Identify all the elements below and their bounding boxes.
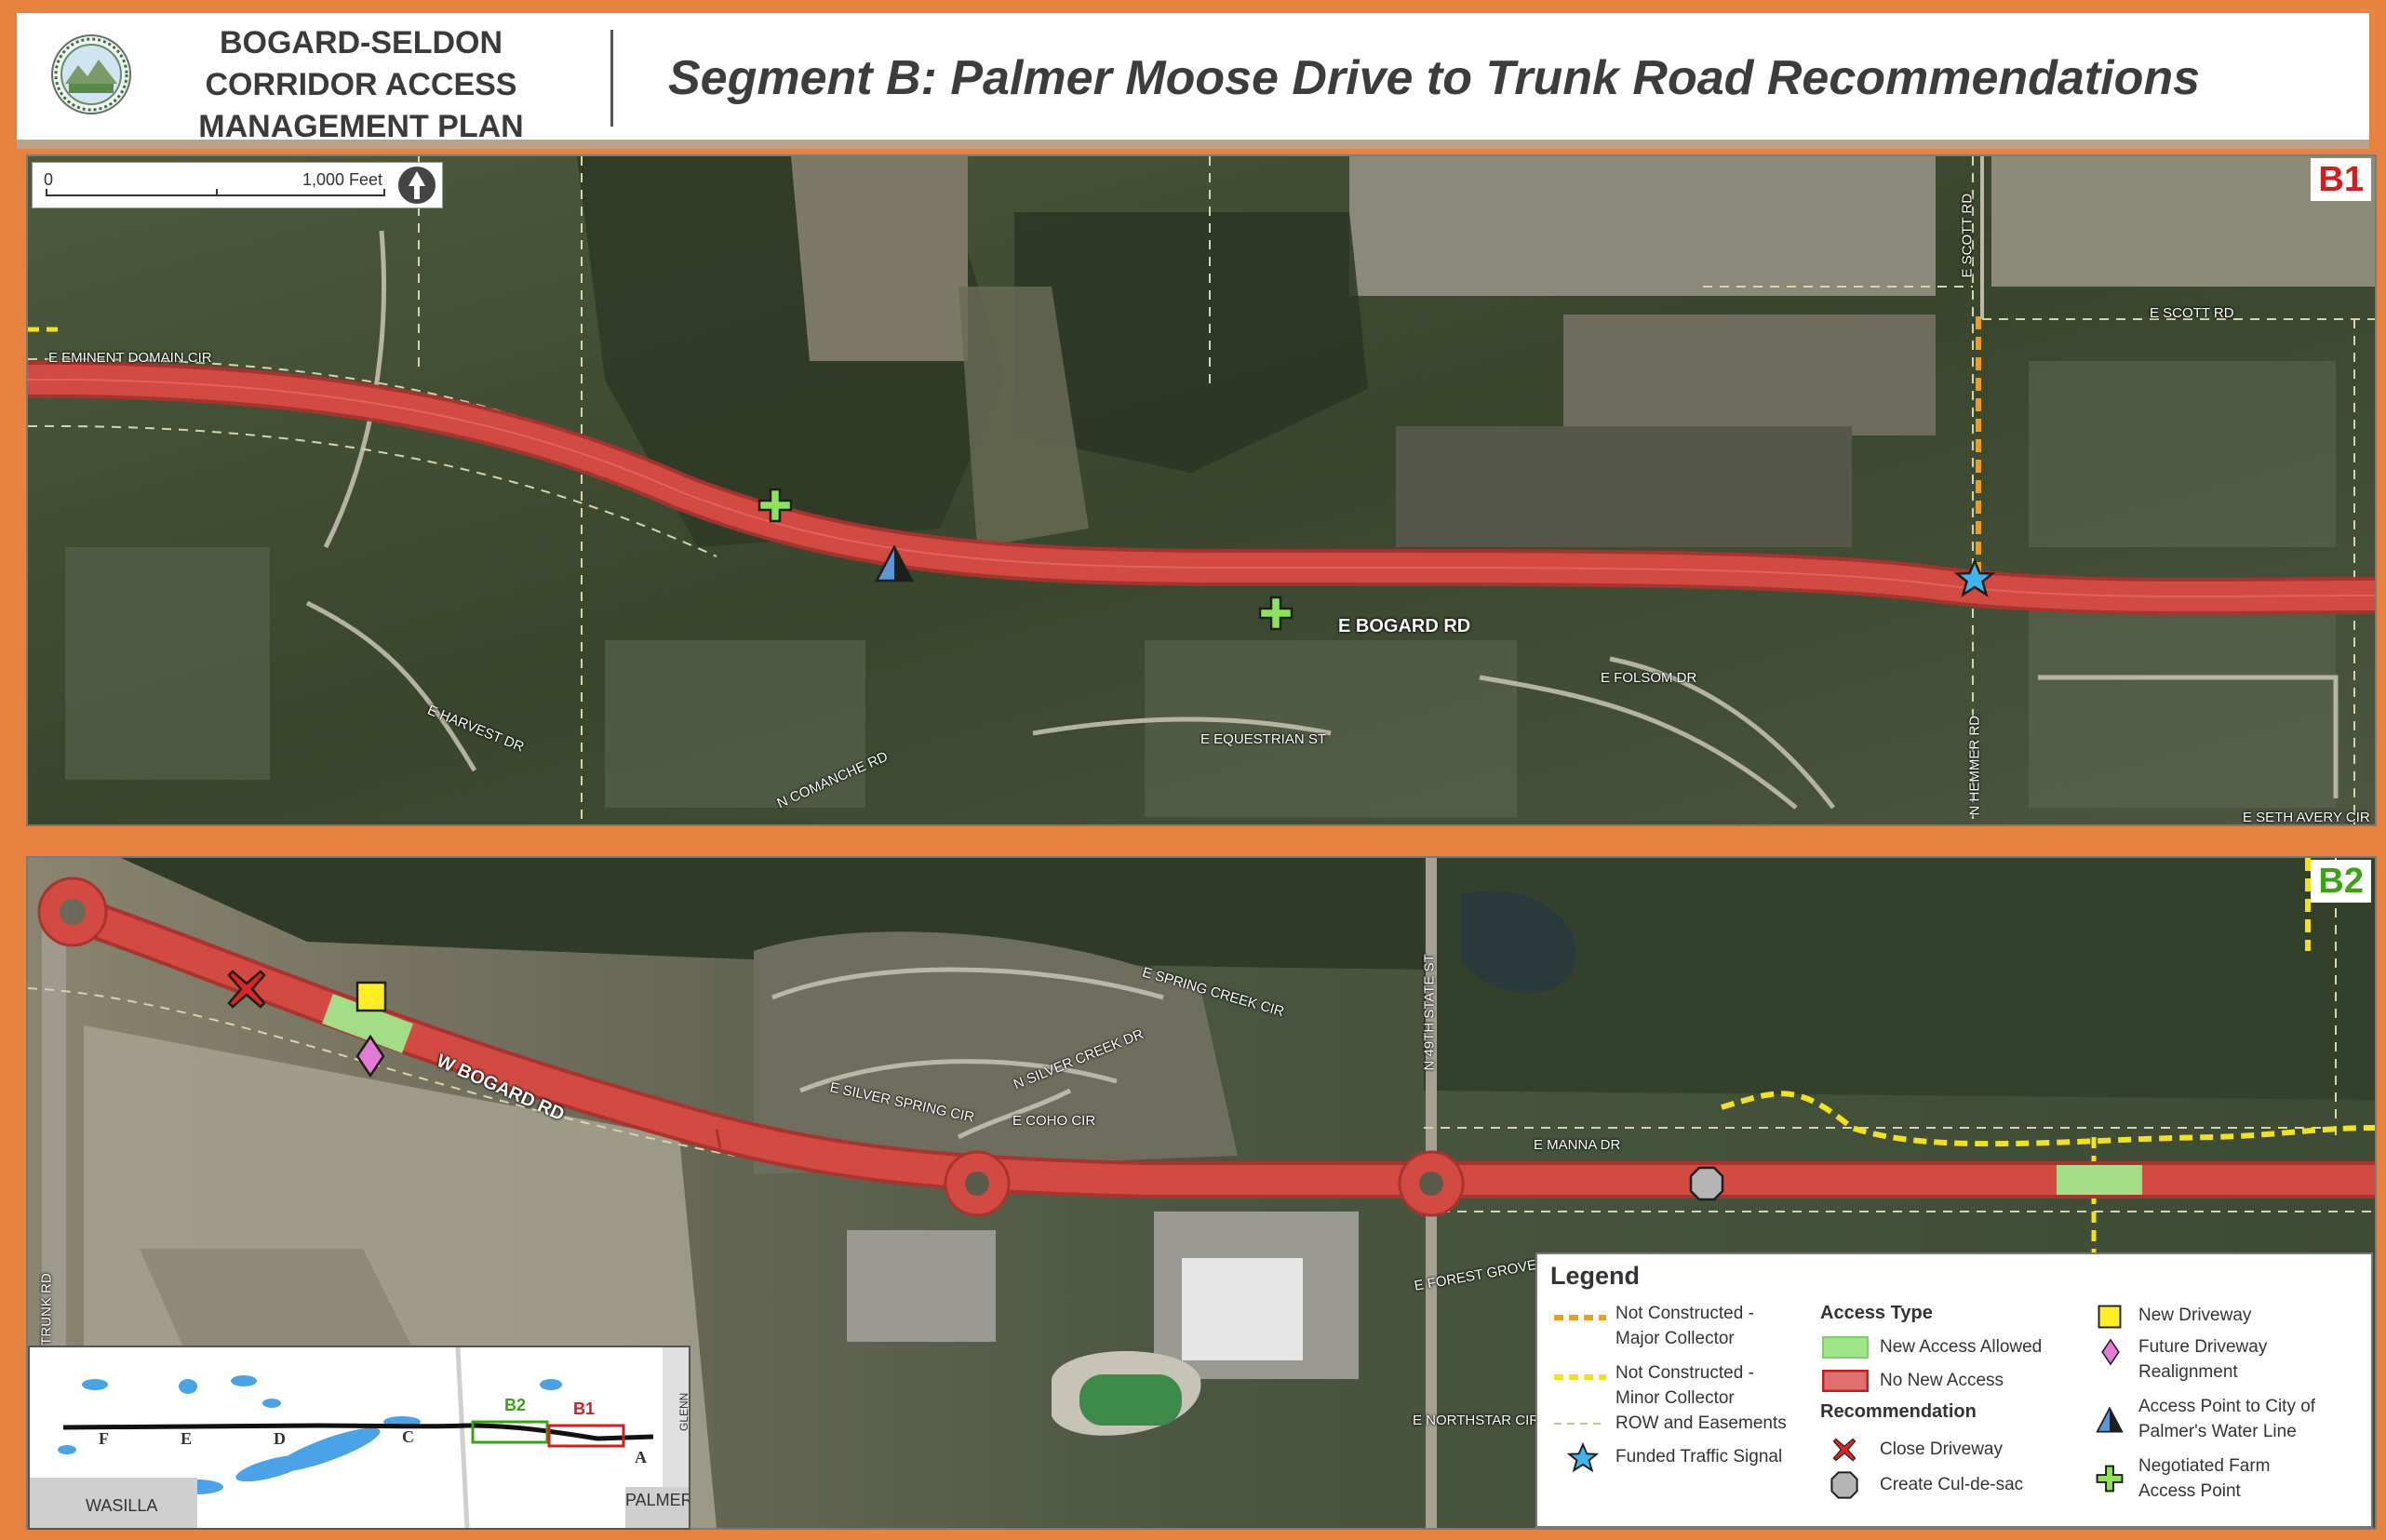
legend-access-type-heading: Access Type bbox=[1820, 1303, 1933, 1323]
road-label-coho: E COHO CIR bbox=[1012, 1113, 1096, 1129]
road-label-seth-avery: E SETH AVERY CIR bbox=[2243, 810, 2370, 825]
funded-traffic-signal-legend-icon bbox=[1567, 1442, 1599, 1473]
segment-title: Segment B: Palmer Moose Drive to Trunk R… bbox=[668, 51, 2201, 105]
minor-collector-line bbox=[1721, 1091, 2375, 1147]
legend-water-line: Access Point to City of Palmer's Water L… bbox=[2138, 1397, 2316, 1441]
future-realignment-legend-icon bbox=[2101, 1338, 2120, 1366]
legend-title: Legend bbox=[1550, 1262, 1641, 1290]
inset-b2-box bbox=[471, 1420, 549, 1444]
row-easement-symbol bbox=[1554, 1423, 1606, 1425]
locator-map bbox=[30, 1347, 689, 1528]
water-line-access-icon[interactable] bbox=[875, 545, 914, 583]
legend-funded-signal: Funded Traffic Signal bbox=[1615, 1447, 1783, 1466]
legend-future-realignment: Future Driveway Realignment bbox=[2138, 1337, 2268, 1382]
plan-title: BOGARD-SELDON CORRIDOR ACCESS MANAGEMENT… bbox=[175, 22, 547, 148]
scale-tick bbox=[46, 189, 47, 196]
scale-tick bbox=[216, 189, 218, 196]
minor-collector-symbol bbox=[1554, 1374, 1606, 1380]
major-collector-symbol bbox=[1554, 1315, 1606, 1320]
close-driveway-legend-icon bbox=[1832, 1438, 1857, 1462]
new-access-allowed-segment bbox=[2057, 1165, 2142, 1195]
inset-palmer-label: PALMER bbox=[625, 1491, 690, 1509]
inset-glenn-hwy-label: GLENN HWY bbox=[677, 1392, 690, 1431]
road-label-manna: E MANNA DR bbox=[1534, 1137, 1621, 1153]
inset-wasilla-label: WASILLA bbox=[86, 1496, 158, 1515]
panel-tag-b2: B2 bbox=[2311, 860, 2371, 903]
farm-access-legend-icon bbox=[2096, 1465, 2124, 1493]
header: BOGARD-SELDON CORRIDOR ACCESS MANAGEMENT… bbox=[17, 13, 2369, 144]
legend-minor-collector: Not Constructed - Minor Collector bbox=[1615, 1363, 1754, 1408]
plan-title-line-2: CORRIDOR ACCESS bbox=[205, 67, 517, 102]
legend-close-driveway: Close Driveway bbox=[1880, 1440, 2003, 1459]
create-cul-de-sac-icon[interactable] bbox=[1688, 1165, 1725, 1202]
legend: Legend Not Constructed - Major Collector… bbox=[1535, 1252, 2373, 1528]
no-new-access-symbol bbox=[1822, 1370, 1869, 1392]
header-divider bbox=[610, 30, 613, 127]
scale-end-label: 1,000 Feet bbox=[302, 170, 383, 189]
road-label-49th-state: N 49TH STATE ST bbox=[1421, 954, 1438, 1071]
new-driveway-legend-icon bbox=[2098, 1305, 2122, 1329]
inset-b1-box bbox=[547, 1424, 625, 1448]
legend-major-collector: Not Constructed - Major Collector bbox=[1615, 1304, 1754, 1348]
road-label-scott-n: E SCOTT RD bbox=[1959, 193, 1976, 278]
map-panel-b1[interactable]: 0 1,000 Feet B1 E EMINENT DOMAIN CIR E B… bbox=[26, 154, 2377, 826]
scale-tick bbox=[383, 189, 385, 196]
scale-bar: 0 1,000 Feet bbox=[32, 162, 443, 208]
new-access-allowed-segment bbox=[322, 994, 413, 1053]
close-driveway-icon[interactable] bbox=[225, 968, 268, 1011]
north-arrow-icon bbox=[398, 167, 436, 204]
inset-segment-d: D bbox=[274, 1429, 286, 1448]
farm-access-point-icon[interactable] bbox=[1258, 596, 1294, 631]
locator-inset: F E D C A B2 B1 WASILLA PALMER GLENN HWY bbox=[28, 1346, 690, 1530]
legend-create-cul-de-sac: Create Cul-de-sac bbox=[1880, 1475, 2024, 1494]
inset-segment-f: F bbox=[99, 1429, 109, 1448]
legend-row-easements: ROW and Easements bbox=[1615, 1413, 1787, 1433]
inset-segment-a: A bbox=[635, 1448, 647, 1466]
scale-start-label: 0 bbox=[44, 170, 54, 189]
road-label-folsom: E FOLSOM DR bbox=[1601, 670, 1697, 686]
road-label-bogard: E BOGARD RD bbox=[1338, 616, 1471, 636]
road-label-equestrian: E EQUESTRIAN ST bbox=[1200, 731, 1327, 747]
header-band bbox=[17, 140, 2369, 149]
new-driveway-icon[interactable] bbox=[355, 981, 387, 1012]
scale-bar-line bbox=[46, 194, 385, 196]
panel-tag-b1: B1 bbox=[2311, 158, 2371, 201]
road-label-scott-e: E SCOTT RD bbox=[2150, 305, 2234, 321]
road-label-hemmer: N HEMMER RD bbox=[1966, 716, 1983, 816]
inset-b1-label: B1 bbox=[573, 1399, 596, 1418]
inset-segment-c: C bbox=[402, 1427, 414, 1446]
plan-title-line-3: MANAGEMENT PLAN bbox=[198, 109, 524, 144]
water-line-legend-icon bbox=[2096, 1407, 2124, 1433]
legend-no-new-access: No New Access bbox=[1880, 1371, 2004, 1390]
legend-recommendation-heading: Recommendation bbox=[1820, 1401, 1977, 1422]
cul-de-sac-legend-icon bbox=[1830, 1471, 1858, 1499]
future-driveway-realignment-icon[interactable] bbox=[355, 1035, 385, 1078]
aerial-map-b1 bbox=[28, 156, 2375, 824]
legend-new-access-allowed: New Access Allowed bbox=[1880, 1337, 2043, 1357]
legend-new-driveway: New Driveway bbox=[2138, 1306, 2252, 1325]
inset-b2-label: B2 bbox=[504, 1396, 527, 1414]
inset-segment-e: E bbox=[181, 1429, 193, 1448]
legend-farm-access: Negotiated Farm Access Point bbox=[2138, 1456, 2271, 1501]
city-seal-icon bbox=[51, 34, 131, 114]
new-access-allowed-symbol bbox=[1822, 1336, 1869, 1359]
plan-title-line-1: BOGARD-SELDON bbox=[219, 25, 503, 60]
road-label-eminent-domain: E EMINENT DOMAIN CIR bbox=[48, 350, 212, 366]
funded-traffic-signal-icon[interactable] bbox=[1954, 558, 1995, 599]
farm-access-point-icon[interactable] bbox=[757, 488, 793, 523]
road-label-northstar: E NORTHSTAR CIR bbox=[1413, 1413, 1540, 1428]
